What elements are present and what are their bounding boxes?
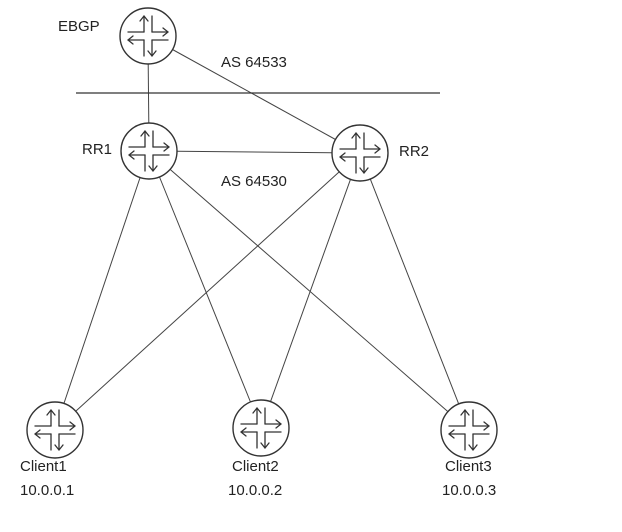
router-client3: Client3 10.0.0.3 — [440, 401, 498, 499]
client1-label: Client1 — [20, 458, 67, 475]
router-rr1: RR1 — [82, 122, 178, 180]
router-icon — [232, 399, 290, 457]
link-rr1-client2 — [159, 176, 251, 403]
router-rr1-label: RR1 — [82, 141, 112, 158]
client3-label: Client3 — [445, 458, 492, 475]
as-64533-label: AS 64533 — [221, 54, 287, 71]
client1-address: 10.0.0.1 — [20, 482, 74, 499]
router-icon — [331, 124, 389, 182]
router-client1: Client1 10.0.0.1 — [20, 401, 84, 499]
router-icon — [119, 7, 177, 65]
link-rr2-client3 — [369, 178, 460, 405]
links-layer — [63, 49, 460, 412]
as-64530-label: AS 64530 — [221, 173, 287, 190]
client2-address: 10.0.0.2 — [228, 482, 282, 499]
router-rr2: RR2 — [331, 124, 429, 182]
link-rr1-rr2 — [176, 150, 333, 154]
client3-address: 10.0.0.3 — [442, 482, 496, 499]
router-icon — [26, 401, 84, 459]
link-rr2-client2 — [270, 179, 351, 402]
router-icon — [440, 401, 498, 459]
router-ebgp: EBGP — [58, 7, 177, 65]
router-client2: Client2 10.0.0.2 — [228, 399, 290, 499]
link-rr1-client3 — [169, 169, 449, 412]
router-icon — [120, 122, 178, 180]
link-ebgp-rr2 — [172, 49, 336, 140]
router-rr2-label: RR2 — [399, 143, 429, 160]
router-ebgp-label: EBGP — [58, 18, 100, 35]
client2-label: Client2 — [232, 458, 279, 475]
link-rr2-client1 — [75, 171, 340, 412]
link-rr1-client1 — [63, 177, 141, 404]
